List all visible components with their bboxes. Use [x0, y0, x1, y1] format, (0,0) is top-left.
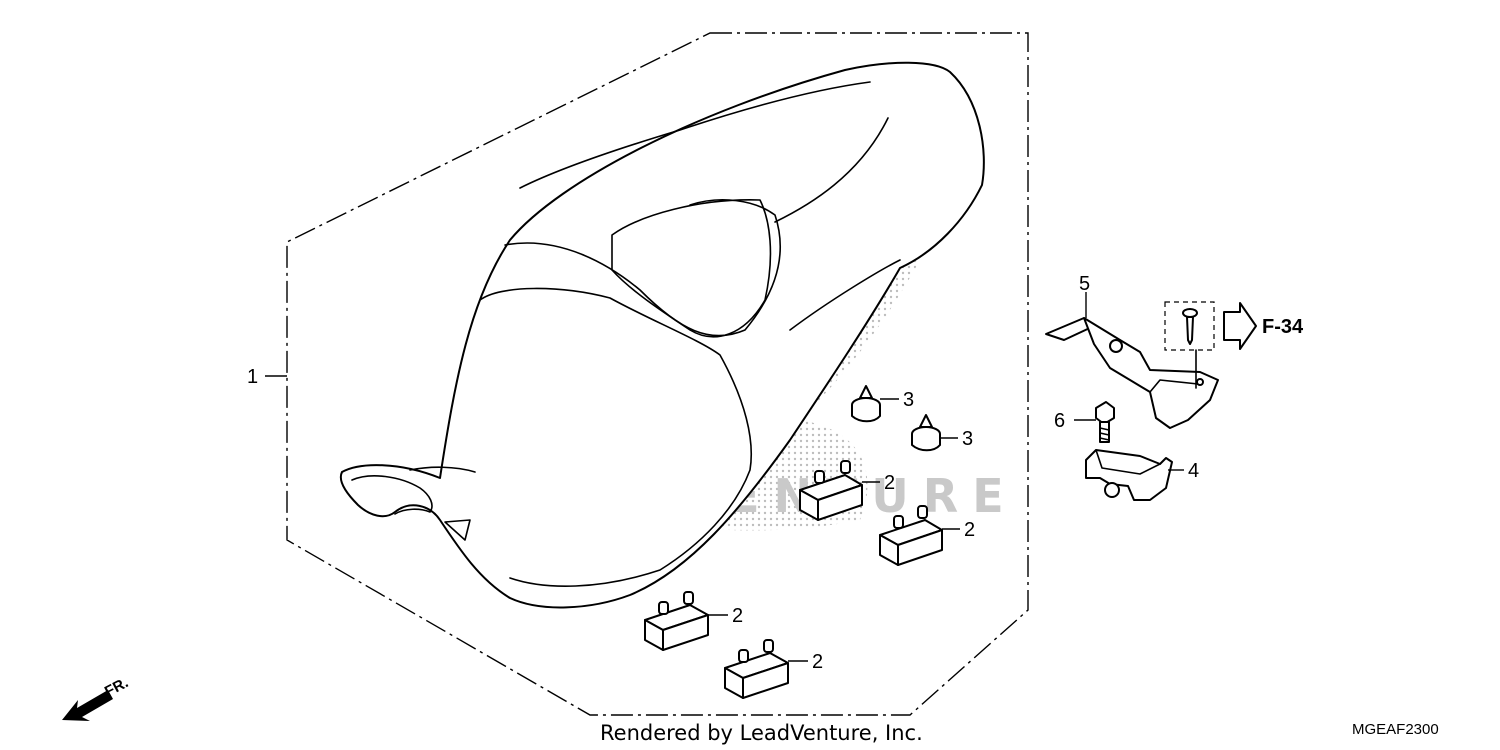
seat-part: [339, 61, 985, 609]
front-arrow-icon: [62, 690, 113, 721]
callout-1: 1: [247, 366, 258, 388]
callout-2b: 2: [964, 519, 975, 541]
callout-2d: 2: [812, 651, 823, 673]
rubber-bumper-3b: [911, 414, 941, 452]
callout-3b: 3: [962, 428, 973, 450]
rubber-block-2a: [799, 460, 863, 521]
arrow-right-icon: [1223, 302, 1257, 350]
callout-5: 5: [1079, 273, 1090, 295]
rubber-bumper-3a: [851, 385, 881, 423]
rubber-block-2c: [644, 591, 709, 651]
diagram-code: MGEAF2300: [1352, 721, 1439, 738]
callout-2c: 2: [732, 605, 743, 627]
footer-credit: Rendered by LeadVenture, Inc.: [600, 721, 923, 745]
front-indicator: FR.: [62, 674, 131, 721]
bolt-6: [1095, 401, 1115, 443]
callout-3a: 3: [903, 389, 914, 411]
leader-lines: [265, 292, 1184, 662]
callout-4: 4: [1188, 460, 1199, 482]
callout-6: 6: [1054, 410, 1065, 432]
callout-2a: 2: [884, 472, 895, 494]
rubber-block-2d: [724, 639, 789, 699]
rubber-block-2b: [879, 505, 943, 566]
assembly-group-outline: [286, 32, 1029, 716]
screw-reference: F-34: [1164, 301, 1304, 389]
latch-4: [1085, 449, 1173, 501]
reference-box: [1164, 301, 1215, 351]
reference-f34: F-34: [1262, 316, 1304, 338]
latch-bracket-5: [1045, 317, 1219, 429]
